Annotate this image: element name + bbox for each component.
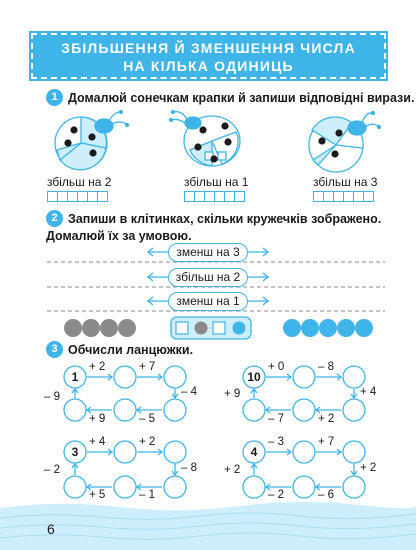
condition-label-3: зменш на 1: [168, 292, 248, 311]
chain-1-start: 1: [71, 370, 79, 384]
title-line-2: НА КІЛЬКА ОДИНИЦЬ: [123, 58, 294, 74]
chain-2-top-op-2: – 8: [318, 361, 334, 373]
chain-3-start: 3: [71, 445, 79, 459]
chain-1-top-op-2: + 7: [139, 361, 156, 373]
task-1-number: 1: [46, 89, 63, 106]
chain-1-left-op: – 9: [44, 391, 60, 403]
chain-2-bottom-op-1: + 2: [318, 413, 335, 425]
chain-3-top-op-1: + 4: [89, 436, 106, 448]
chain-4-top-op-2: + 7: [318, 436, 335, 448]
answer-cell[interactable]: [363, 191, 374, 202]
chain-2: [242, 365, 366, 422]
chain-2-left-op: + 9: [224, 388, 241, 400]
bug-2-answer-cells[interactable]: [184, 191, 245, 202]
gray-dots: [64, 319, 136, 337]
chain-4-top-op-1: – 3: [268, 436, 284, 448]
chain-3: [63, 440, 187, 499]
bug-1-answer-cells[interactable]: [47, 191, 108, 202]
page-title: ЗБІЛЬШЕННЯ Й ЗМЕНШЕННЯ ЧИСЛА НА КІЛЬКА О…: [29, 31, 388, 81]
task-2-instruction-line-2: Домалюй їх за умовою.: [46, 229, 192, 243]
middle-symbol-box: [170, 316, 252, 340]
condition-label-2: збільш на 2: [168, 268, 248, 287]
chain-4-bottom-op-2: – 2: [268, 489, 284, 501]
chain-1-right-op: – 4: [181, 386, 197, 398]
chain-3-bottom-op-1: – 1: [139, 489, 155, 501]
chain-4-right-op: + 2: [360, 462, 377, 474]
ladybug-1: [54, 109, 130, 171]
blue-dots: [283, 319, 373, 337]
chain-4: [242, 440, 366, 499]
chain-4-start: 4: [250, 445, 258, 459]
bug-1-label: збільш на 2: [47, 175, 112, 189]
chain-1: [63, 365, 187, 422]
chain-2-start: 10: [247, 370, 261, 384]
chain-2-top-op-1: + 0: [268, 361, 285, 373]
task-1-instruction: Домалюй сонечкам крапки й запиши відпові…: [68, 91, 415, 105]
answer-cell[interactable]: [234, 191, 245, 202]
chain-3-top-op-2: + 2: [139, 436, 156, 448]
ladybug-3: [308, 110, 382, 173]
chain-3-bottom-op-2: + 5: [89, 489, 106, 501]
bug-3-label: збільш на 3: [313, 175, 378, 189]
chain-3-right-op: – 8: [181, 462, 197, 474]
chain-3-left-op: – 2: [44, 464, 60, 476]
chain-1-bottom-op-2: + 9: [89, 413, 106, 425]
bug-2-label: збільш на 1: [184, 175, 249, 189]
chain-1-top-op-1: + 2: [89, 361, 106, 373]
bug-3-answer-cells[interactable]: [313, 191, 374, 202]
chain-2-right-op: + 4: [360, 386, 377, 398]
chain-4-bottom-op-1: – 6: [318, 489, 334, 501]
chain-4-left-op: + 2: [224, 464, 241, 476]
answer-cell[interactable]: [97, 191, 108, 202]
task-2-instruction-line-1: Запиши в клітинках, скільки кружечків зо…: [68, 212, 382, 226]
chain-2-bottom-op-2: – 7: [268, 413, 284, 425]
chain-1-bottom-op-1: – 5: [139, 413, 155, 425]
page-number: 6: [47, 521, 55, 537]
task-2-number: 2: [46, 210, 63, 227]
title-line-1: ЗБІЛЬШЕННЯ Й ЗМЕНШЕННЯ ЧИСЛА: [61, 40, 356, 56]
condition-label-1: зменш на 3: [168, 243, 248, 262]
footer-wave: [0, 501, 416, 550]
ladybug-2: [168, 109, 241, 167]
task-3-instruction: Обчисли ланцюжки.: [68, 343, 194, 357]
task-3-number: 3: [46, 341, 63, 358]
